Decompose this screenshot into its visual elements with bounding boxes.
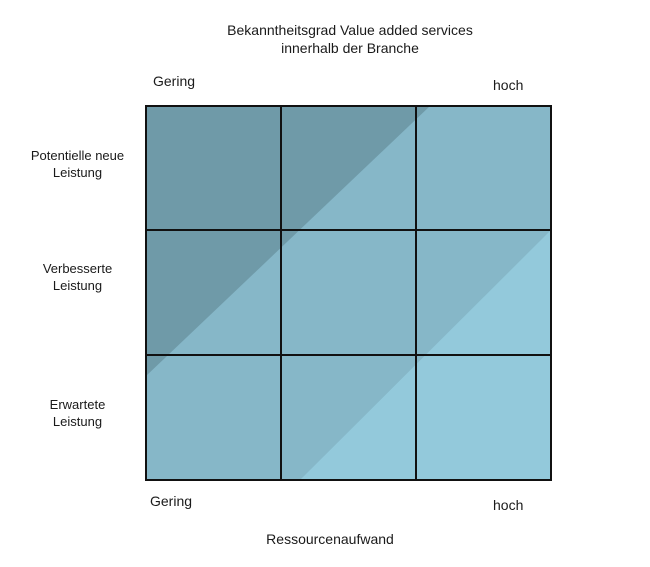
bottom-axis-title: Ressourcenaufwand	[266, 531, 394, 547]
top-axis-low-label: Gering	[153, 73, 196, 89]
row-label-expected: Erwartete Leistung	[49, 397, 106, 429]
bottom-axis-high-label: hoch	[493, 497, 524, 513]
title-line-2: innerhalb der Branche	[281, 40, 419, 56]
top-axis-high-label: hoch	[493, 77, 524, 93]
matrix-border	[145, 105, 552, 481]
row-label-improved: Verbesserte Leistung	[42, 261, 113, 293]
zone-dark	[146, 106, 430, 376]
title-line-1: Bekanntheitsgrad Value added services	[227, 22, 473, 38]
row-label-potential-new: Potentielle neue Leistung	[30, 148, 125, 180]
diagram-title: Bekanntheitsgrad Value added services in…	[150, 21, 550, 57]
bottom-axis-low-label: Gering	[150, 493, 193, 509]
